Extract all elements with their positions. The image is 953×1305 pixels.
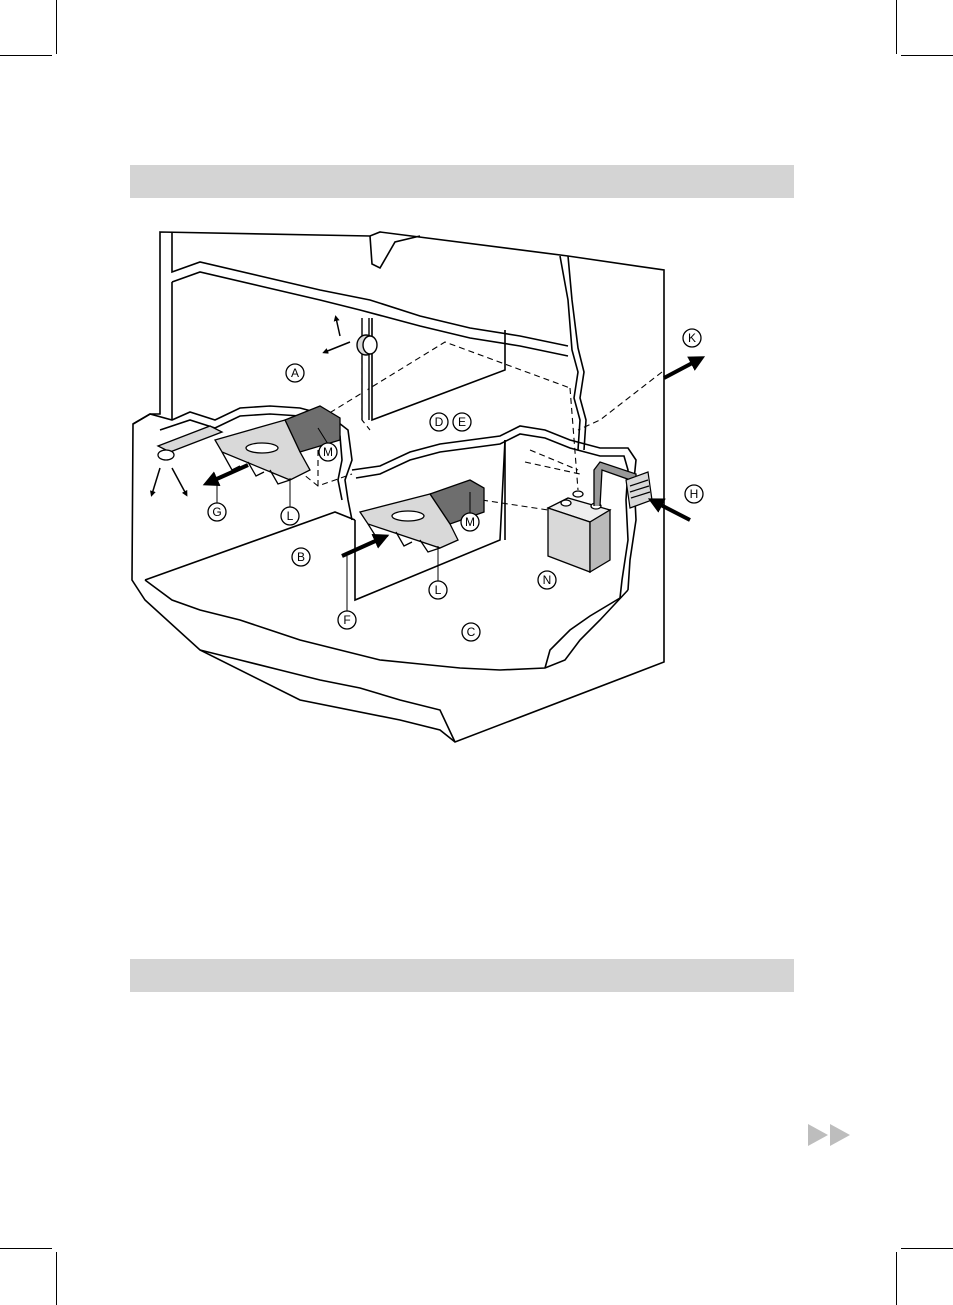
label-L-upper: L [281,507,299,525]
svg-text:K: K [688,331,696,345]
svg-text:F: F [343,613,350,627]
crop-mark-tr-h [901,55,953,56]
crop-mark-br-v [896,1252,897,1305]
crop-mark-tr-v [896,0,897,54]
label-D: D [430,413,448,431]
section-header-bar-top [130,165,794,198]
label-B: B [292,548,310,566]
label-E: E [453,413,471,431]
svg-text:E: E [458,415,466,429]
svg-text:B: B [297,550,305,564]
svg-text:C: C [467,625,476,639]
crop-mark-br-h [901,1248,953,1249]
double-right-triangle-icon [808,1124,852,1146]
svg-text:A: A [291,366,299,380]
svg-text:G: G [212,505,221,519]
svg-text:D: D [435,415,444,429]
svg-text:M: M [465,515,475,529]
label-M-upper: M [319,443,337,461]
label-C: C [462,623,480,641]
crop-mark-bl-v [56,1252,57,1305]
svg-text:H: H [690,487,699,501]
crop-mark-tl-h [0,55,52,56]
svg-text:L: L [287,509,294,523]
label-H: H [685,485,703,503]
crop-mark-tl-v [56,0,57,54]
crop-mark-bl-h [0,1248,52,1249]
ventilation-system-illustration: A B C D E F G H K L L M [128,224,720,754]
label-F: F [338,611,356,629]
section-header-bar-bottom [130,959,794,992]
label-M-lower: M [461,513,479,531]
svg-text:L: L [435,583,442,597]
label-N: N [538,571,556,589]
label-A: A [286,364,304,382]
building-walls [132,232,664,742]
label-G: G [208,503,226,521]
svg-text:M: M [323,445,333,459]
label-K: K [683,329,701,347]
label-L-lower: L [429,581,447,599]
svg-text:N: N [543,573,552,587]
